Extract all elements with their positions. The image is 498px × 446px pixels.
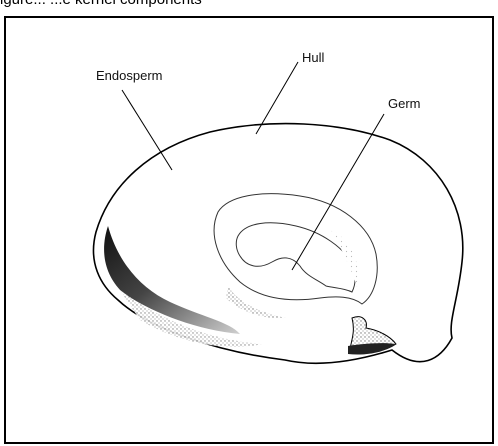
germ-label: Germ xyxy=(388,96,421,111)
endosperm-leader xyxy=(122,90,172,170)
endosperm-label: Endosperm xyxy=(96,68,162,83)
hull-label: Hull xyxy=(302,50,325,65)
